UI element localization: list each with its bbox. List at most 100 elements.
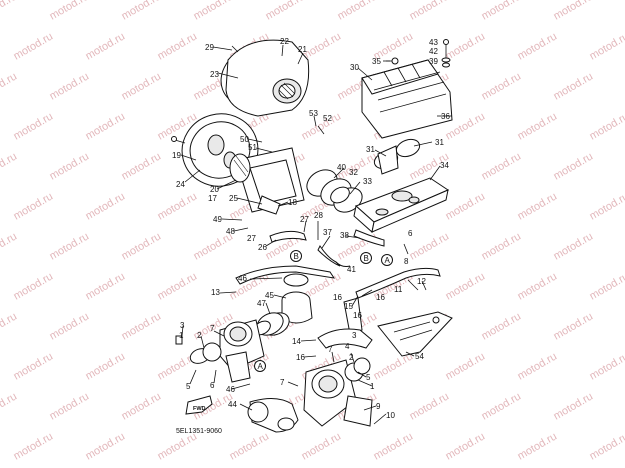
watermark-text: motod.ru [0, 0, 19, 23]
callout-13: 13 [211, 288, 220, 297]
watermark-text: motod.ru [516, 190, 560, 222]
fwd-arrow-icon: FWD [185, 395, 213, 415]
watermark-text: motod.ru [120, 310, 164, 342]
watermark-text: motod.ru [444, 30, 488, 62]
watermark-text: motod.ru [120, 230, 164, 262]
callout-11: 11 [394, 285, 403, 294]
callout-12: 12 [417, 277, 426, 286]
callout-15: 15 [344, 302, 353, 311]
callout-45: 45 [265, 291, 274, 300]
callout-18: 18 [288, 198, 297, 207]
watermark-text: motod.ru [480, 150, 524, 182]
watermark-text: motod.ru [624, 0, 625, 23]
watermark-text: motod.ru [264, 0, 308, 23]
callout-43: 43 [429, 38, 438, 47]
watermark-text: motod.ru [12, 110, 56, 142]
watermark-text: motod.ru [588, 430, 625, 462]
callout-8: 8 [404, 257, 409, 266]
svg-text:B: B [294, 252, 299, 261]
watermark-text: motod.ru [588, 30, 625, 62]
watermark-text: motod.ru [336, 0, 380, 23]
watermark-text: motod.ru [372, 350, 416, 382]
callout-2b: 2 [349, 353, 354, 362]
hose-bands [306, 169, 363, 213]
watermark-text: motod.ru [516, 30, 560, 62]
watermark-text: motod.ru [0, 310, 19, 342]
breather-hoses [269, 229, 385, 267]
watermark-text: motod.ru [48, 150, 92, 182]
callout-50: 50 [240, 135, 249, 144]
svg-text:A: A [385, 256, 391, 265]
callout-22: 22 [280, 37, 289, 46]
watermark-text: motod.ru [480, 230, 524, 262]
watermark-text: motod.ru [48, 230, 92, 262]
watermark-text: motod.ru [156, 30, 200, 62]
watermark-text: motod.ru [516, 430, 560, 462]
drain-hoses [235, 265, 441, 335]
callout-16c: 16 [353, 311, 362, 320]
watermark-text: motod.ru [480, 0, 524, 23]
watermark-text: motod.ru [372, 430, 416, 462]
callout-7c: 7 [280, 378, 285, 387]
callout-1b: 1 [370, 382, 375, 391]
callout-27b: 27 [300, 215, 309, 224]
callout-27a: 27 [247, 234, 256, 243]
watermark-text: motod.ru [48, 0, 92, 23]
callout-1a: 1 [179, 331, 184, 340]
watermark-text: motod.ru [12, 350, 56, 382]
callout-36: 36 [441, 112, 450, 121]
callout-2a: 2 [197, 331, 202, 340]
callout-30: 30 [350, 63, 359, 72]
callout-28: 28 [314, 211, 323, 220]
watermark-text: motod.ru [84, 30, 128, 62]
callout-37: 37 [323, 228, 332, 237]
watermark-text: motod.ru [48, 70, 92, 102]
watermark-text: motod.ru [120, 70, 164, 102]
intake-duct [229, 147, 305, 215]
watermark-text: motod.ru [84, 190, 128, 222]
watermark-text: motod.ru [480, 390, 524, 422]
watermark-text: motod.ru [48, 310, 92, 342]
callout-25: 25 [229, 194, 238, 203]
callout-31b: 31 [366, 145, 375, 154]
watermark-text: motod.ru [12, 270, 56, 302]
watermark-text: motod.ru [552, 230, 596, 262]
callout-16d: 16 [296, 353, 305, 362]
callout-46b: 46 [226, 385, 235, 394]
diagram-code: 5EL1351-9060 [176, 428, 222, 435]
callout-3a: 3 [180, 321, 185, 330]
watermark-text: motod.ru [0, 70, 19, 102]
callout-53: 53 [309, 109, 318, 118]
callout-20: 20 [210, 185, 219, 194]
svg-text:A: A [258, 362, 264, 371]
watermark-text: motod.ru [120, 0, 164, 23]
watermark-text: motod.ru [516, 350, 560, 382]
callout-42: 42 [429, 47, 438, 56]
callout-7a: 7 [210, 324, 215, 333]
intake-elbow [247, 398, 299, 433]
callout-10: 10 [386, 411, 395, 420]
air-cleaner-case-upper [220, 39, 310, 117]
callout-32: 32 [349, 168, 358, 177]
watermark-text: motod.ru [408, 230, 452, 262]
watermark-text: motod.ru [408, 390, 452, 422]
watermark-text: motod.ru [444, 190, 488, 222]
svg-text:B: B [364, 254, 369, 263]
watermark-text: motod.ru [480, 70, 524, 102]
circle-ref-a-lower: A [254, 360, 266, 372]
callout-33: 33 [363, 177, 372, 186]
watermark-text: motod.ru [516, 270, 560, 302]
watermark-text: motod.ru [0, 150, 19, 182]
carburetor-right [303, 328, 373, 427]
callout-48: 48 [226, 227, 235, 236]
callout-51: 51 [248, 143, 257, 152]
callout-9: 9 [376, 402, 381, 411]
watermark-text: motod.ru [0, 230, 19, 262]
watermark-text: motod.ru [156, 190, 200, 222]
callout-54: 54 [415, 352, 424, 361]
callout-39: 39 [429, 57, 438, 66]
watermark-text: motod.ru [444, 350, 488, 382]
callout-23: 23 [210, 70, 219, 79]
watermark-text: motod.ru [300, 430, 344, 462]
callout-31a: 31 [435, 138, 444, 147]
